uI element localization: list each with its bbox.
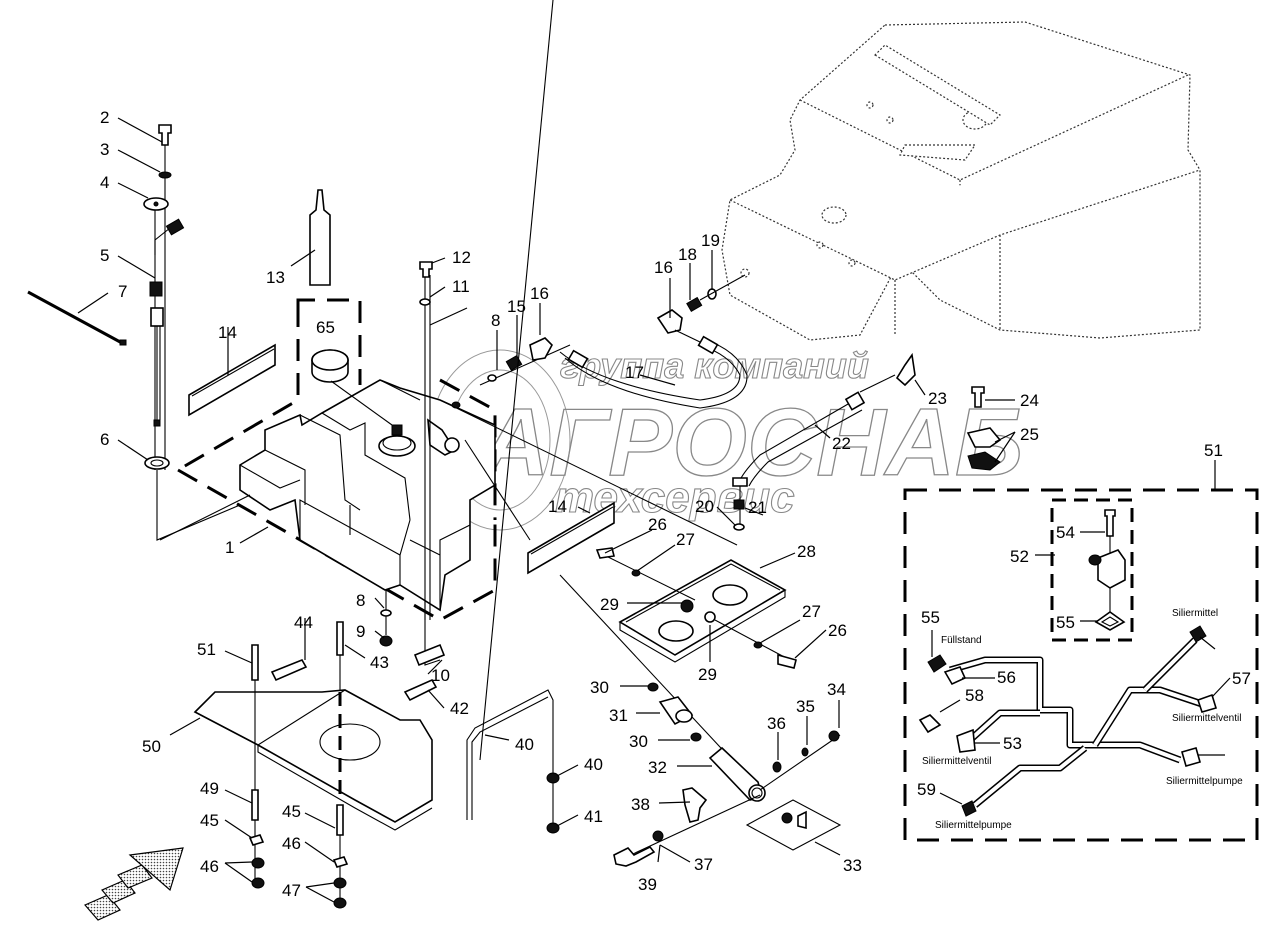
callout-38[interactable]: 39	[638, 875, 657, 894]
callout-13[interactable]: 13	[266, 268, 285, 287]
callout-9[interactable]: 9	[356, 622, 365, 641]
callout-1[interactable]: 1	[225, 538, 234, 557]
callout-3[interactable]: 3	[100, 140, 109, 159]
callout-8a[interactable]: 8	[491, 311, 500, 330]
callout-56[interactable]: 58	[965, 686, 984, 705]
callout-33[interactable]: 33	[843, 856, 862, 875]
callout-50[interactable]: 51	[1204, 441, 1223, 460]
u-bracket-39	[466, 0, 560, 834]
machine-body-outline	[721, 21, 1201, 341]
callout-55a[interactable]: 56	[997, 668, 1016, 687]
clamp-24-25	[966, 386, 1002, 471]
callout-54[interactable]: 55	[921, 608, 940, 627]
callout-30a[interactable]: 30	[590, 678, 609, 697]
callout-44[interactable]: 45	[282, 802, 301, 821]
callout-65[interactable]: 65	[316, 318, 335, 337]
callout-36b[interactable]: 37	[694, 855, 713, 874]
callout-26a[interactable]: 26	[648, 515, 667, 534]
callout-5[interactable]: 5	[100, 246, 109, 265]
callout-43[interactable]: 44	[294, 613, 313, 632]
callout-51a[interactable]: 52	[1010, 547, 1029, 566]
callout-46a[interactable]: 46	[200, 857, 219, 876]
bracket-plate-28	[595, 547, 797, 669]
callout-16a[interactable]: 16	[530, 284, 549, 303]
callout-32[interactable]: 32	[648, 758, 667, 777]
callout-23[interactable]: 23	[928, 389, 947, 408]
callout-14a[interactable]: 14	[218, 323, 237, 342]
label-siliermittelventil-left: Siliermittelventil	[922, 756, 991, 767]
callout-35[interactable]: 35	[796, 697, 815, 716]
callout-15[interactable]: 15	[507, 297, 526, 316]
callout-18[interactable]: 18	[678, 245, 697, 264]
callout-30b[interactable]: 30	[629, 732, 648, 751]
callout-53[interactable]: 55	[1056, 613, 1075, 632]
callout-40b[interactable]: 41	[584, 807, 603, 826]
callout-39[interactable]: 40	[515, 735, 534, 754]
label-siliermittelpumpe-left: Siliermittelpumpe	[935, 820, 1012, 831]
callout-52[interactable]: 54	[1056, 523, 1075, 542]
callout-42[interactable]: 43	[370, 653, 389, 672]
callout-22[interactable]: 22	[832, 434, 851, 453]
label-fuellstand: Füllstand	[941, 635, 982, 646]
callout-8b[interactable]: 8	[356, 591, 365, 610]
callout-20[interactable]: 20	[695, 497, 714, 516]
callout-27a[interactable]: 27	[676, 530, 695, 549]
callout-19[interactable]: 19	[701, 231, 720, 250]
callout-10[interactable]: 10	[431, 666, 450, 685]
direction-arrow-icon	[84, 847, 184, 921]
callout-14b[interactable]: 14	[548, 497, 567, 516]
callout-2[interactable]: 2	[100, 108, 109, 127]
level-sensor-assembly	[27, 124, 241, 541]
hose-17-assembly	[479, 274, 748, 409]
callout-41[interactable]: 42	[450, 699, 469, 718]
callout-34[interactable]: 34	[827, 680, 846, 699]
callout-57[interactable]: 59	[917, 780, 936, 799]
linkage-30-38	[559, 574, 842, 867]
watermark-line-2: АГРОСНАБ	[478, 389, 1023, 496]
callout-51b[interactable]: 53	[1003, 734, 1022, 753]
callout-31[interactable]: 31	[609, 706, 628, 725]
callout-6[interactable]: 6	[100, 430, 109, 449]
leader-lines	[77, 117, 1231, 903]
callout-7[interactable]: 7	[118, 282, 127, 301]
callout-45b[interactable]: 46	[282, 834, 301, 853]
callout-46b[interactable]: 47	[282, 881, 301, 900]
callout-37[interactable]: 38	[631, 795, 650, 814]
callout-45a[interactable]: 45	[200, 811, 219, 830]
label-siliermittel: Siliermittel	[1172, 608, 1218, 619]
callout-17[interactable]: 17	[625, 363, 644, 382]
callout-55b[interactable]: 57	[1232, 669, 1251, 688]
harness-group-50: Füllstand Siliermittel Siliermittelventi…	[903, 460, 1259, 842]
callout-28[interactable]: 28	[797, 542, 816, 561]
callout-numbers: 2 3 4 5 7 6 1 13 14 65 12 11 8 15 16 16 …	[100, 108, 1251, 900]
callout-12[interactable]: 12	[452, 248, 471, 267]
label-siliermittelventil-right: Siliermittelventil	[1172, 713, 1241, 724]
watermark: группа компаний АГРОСНАБ техсервис	[429, 344, 1024, 531]
callout-36a[interactable]: 36	[767, 714, 786, 733]
cartridge-13	[309, 189, 331, 286]
base-frame-48	[193, 621, 438, 909]
callout-25[interactable]: 25	[1020, 425, 1039, 444]
callout-40a[interactable]: 40	[584, 755, 603, 774]
callout-24[interactable]: 24	[1020, 391, 1039, 410]
callout-27b[interactable]: 27	[802, 602, 821, 621]
label-plates-14	[188, 343, 615, 575]
callout-16b[interactable]: 16	[654, 258, 673, 277]
callout-47[interactable]: 49	[200, 779, 219, 798]
callout-29b[interactable]: 29	[698, 665, 717, 684]
hose-22-assembly	[732, 352, 916, 531]
callout-4[interactable]: 4	[100, 173, 109, 192]
callout-21[interactable]: 21	[748, 498, 767, 517]
callout-29a[interactable]: 29	[600, 595, 619, 614]
label-siliermittelpumpe-right: Siliermittelpumpe	[1166, 776, 1243, 787]
callout-11[interactable]: 11	[452, 277, 470, 296]
callout-26b[interactable]: 26	[828, 621, 847, 640]
callout-48[interactable]: 50	[142, 737, 161, 756]
callout-49[interactable]: 51	[197, 640, 216, 659]
tank-assembly	[159, 261, 738, 667]
